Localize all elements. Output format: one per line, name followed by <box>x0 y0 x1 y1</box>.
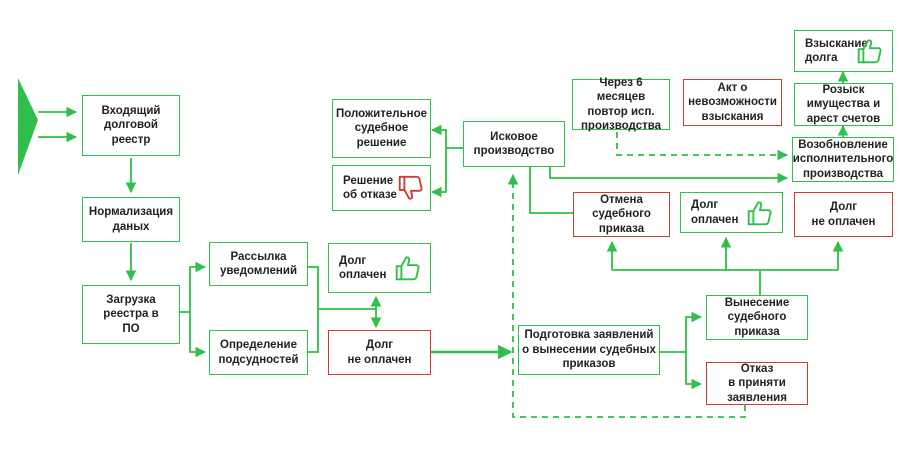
node-lawsuit: Исковое производство <box>463 121 565 167</box>
node-debt-paid-1-label: Долг оплачен <box>339 254 387 281</box>
arrow-lawsuit-refusal <box>430 148 447 198</box>
node-load-registry: Загрузка реестра в ПО <box>82 285 180 344</box>
node-refusal-decision-label: Решение об отказе <box>343 174 397 201</box>
thumbs-down-icon <box>398 175 423 200</box>
node-reject-application: Отказ в приняти заявления <box>706 362 808 405</box>
node-jurisdiction: Определение подсудностей <box>209 330 308 375</box>
node-incoming-registry: Входящий долговой реестр <box>82 95 180 156</box>
node-normalization-label: Нормализация даных <box>88 206 174 233</box>
node-normalization: Нормализация даных <box>82 197 180 242</box>
node-debt-unpaid-1: Долг не оплачен <box>328 330 431 375</box>
node-debt-paid-2: Долг оплачен <box>680 192 783 233</box>
node-impossibility-act-label: Акт о невозможности взыскания <box>688 81 777 123</box>
dashed-reject-lawsuit <box>507 173 746 418</box>
node-six-months-label: Через 6 месяцев повтор исп. производства <box>580 76 662 132</box>
node-debt-collection: Взыскание долга <box>794 30 893 72</box>
line-notify-merge <box>308 266 376 310</box>
node-refusal-decision: Решение об отказе <box>332 165 431 211</box>
node-issue-order-label: Вынесение судебного приказа <box>724 296 790 338</box>
node-send-notifications-label: Рассылка уведомлений <box>219 250 298 277</box>
node-impossibility-act: Акт о невозможности взыскания <box>683 79 782 126</box>
node-prepare-applications-label: Подготовка заявлений о вынесении судебны… <box>522 329 656 371</box>
node-positive-decision: Положительное судебное решение <box>332 99 431 158</box>
node-reject-application-label: Отказ в приняти заявления <box>727 362 787 404</box>
node-send-notifications: Рассылка уведомлений <box>209 242 308 286</box>
node-cancel-order: Отмена судебного приказа <box>573 192 670 237</box>
node-resume-proceedings-label: Возобновление исполнительного производст… <box>792 138 894 180</box>
node-six-months: Через 6 месяцев повтор исп. производства <box>572 77 670 132</box>
arrow-prepare-reject <box>685 352 703 390</box>
node-debt-unpaid-1-label: Долг не оплачен <box>347 339 412 366</box>
entry-triangle <box>18 78 38 175</box>
node-debt-unpaid-2: Долг не оплачен <box>794 192 893 237</box>
arrow-lawsuit-resume <box>549 167 789 184</box>
arrow-load-notify <box>180 261 207 313</box>
node-debt-paid-2-label: Долг оплачен <box>691 199 739 226</box>
node-incoming-registry-label: Входящий долговой реестр <box>101 104 161 146</box>
thumbs-up-icon <box>747 200 772 225</box>
node-debt-collection-label: Взыскание долга <box>805 37 868 64</box>
node-load-registry-label: Загрузка реестра в ПО <box>103 293 159 335</box>
node-debt-paid-1: Долг оплачен <box>328 243 431 293</box>
node-lawsuit-label: Исковое производство <box>473 130 555 157</box>
node-asset-search: Розыск имущества и арест счетов <box>794 83 893 126</box>
node-issue-order: Вынесение судебного приказа <box>706 295 808 340</box>
thumbs-up-icon <box>857 39 882 64</box>
node-prepare-applications: Подготовка заявлений о вынесении судебны… <box>518 325 660 375</box>
node-positive-decision-label: Положительное судебное решение <box>335 107 428 149</box>
dashed-sixmonths-resume <box>616 132 789 161</box>
line-lawsuit-cancel <box>529 167 573 214</box>
arrow-lawsuit-positive <box>430 124 447 148</box>
arrow-prepare-issue <box>685 311 703 352</box>
node-asset-search-label: Розыск имущества и арест счетов <box>806 83 881 125</box>
node-resume-proceedings: Возобновление исполнительного производст… <box>792 137 894 182</box>
node-jurisdiction-label: Определение подсудностей <box>218 339 299 366</box>
thumbs-up-icon <box>395 256 420 281</box>
node-cancel-order-label: Отмена судебного приказа <box>592 193 651 235</box>
arrow-load-jurisdiction <box>189 312 207 358</box>
line-jurisdiction-merge <box>308 309 319 353</box>
node-debt-unpaid-2-label: Долг не оплачен <box>811 201 876 228</box>
